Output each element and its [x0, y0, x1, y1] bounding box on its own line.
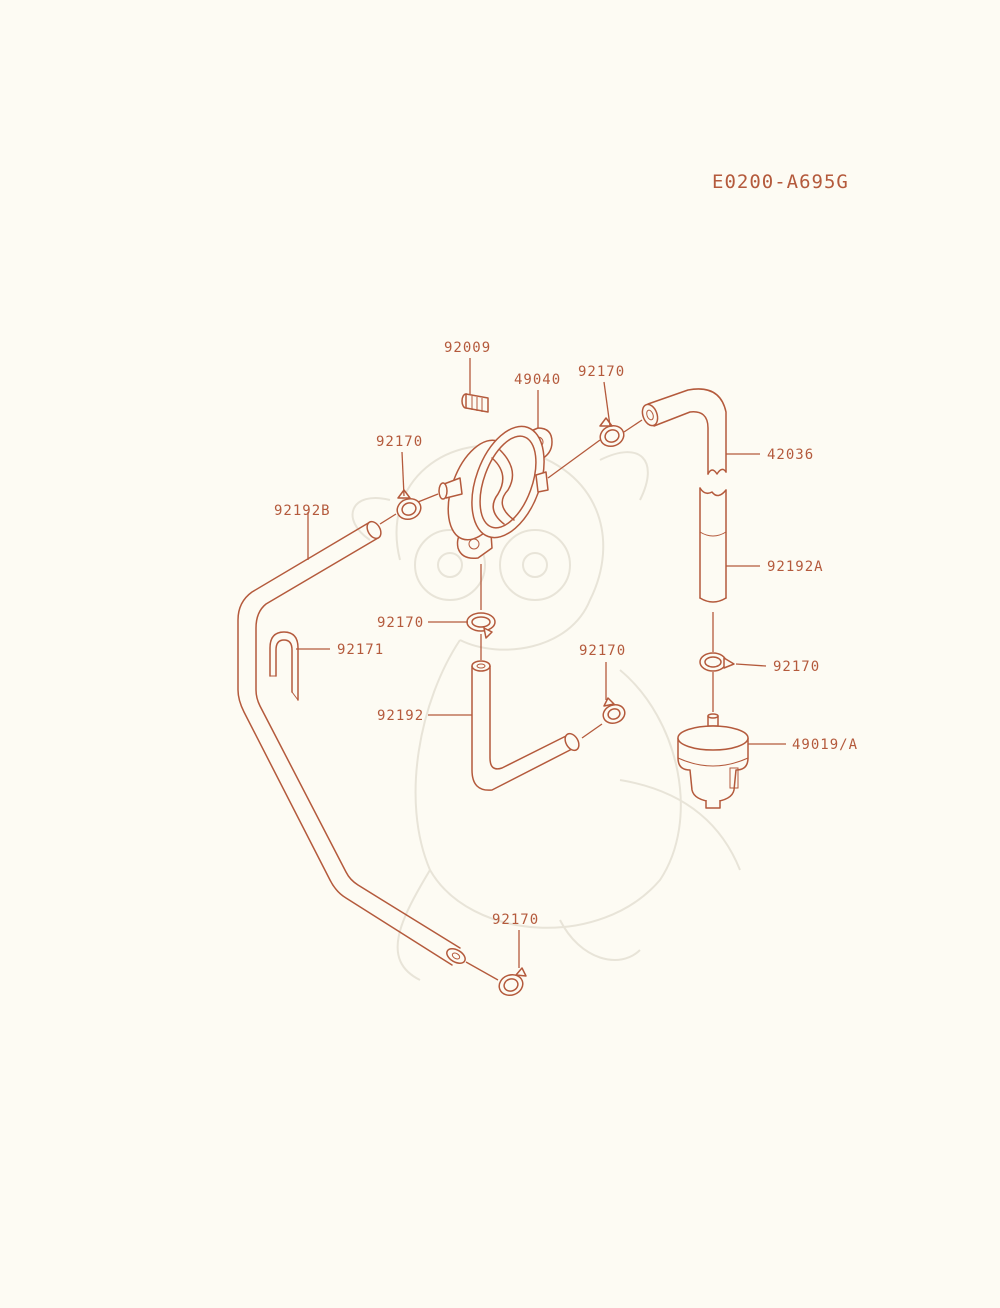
- bracket-92171: [269, 631, 299, 701]
- label-42036: 42036: [767, 447, 814, 463]
- fuel-pump-49040: [438, 425, 553, 560]
- hose-92192B: [237, 520, 466, 966]
- label-92170-right-lower: 92170: [579, 643, 626, 659]
- fuel-filter-49019A: [677, 713, 749, 809]
- hose-92192A: [699, 487, 727, 603]
- label-92009: 92009: [444, 340, 491, 356]
- watermark: [351, 444, 741, 981]
- clamp-92170-bottom: [498, 967, 527, 997]
- leader-lines: [296, 358, 786, 981]
- label-92192B: 92192B: [274, 503, 331, 519]
- hose-42036: [641, 388, 727, 475]
- label-92170-bottom: 92170: [492, 912, 539, 928]
- label-92170-mid: 92170: [377, 615, 424, 631]
- label-49040: 49040: [514, 372, 561, 388]
- clamp-92170-top: [599, 417, 625, 448]
- clamp-92170-right: [699, 652, 735, 672]
- label-49019A: 49019/A: [792, 737, 858, 753]
- label-92192: 92192: [377, 708, 424, 724]
- label-92170-left: 92170: [376, 434, 423, 450]
- diagram-code: E0200-A695G: [712, 171, 849, 193]
- label-92170-right: 92170: [773, 659, 820, 675]
- label-92170-top: 92170: [578, 364, 625, 380]
- label-92171: 92171: [337, 642, 384, 658]
- label-92192A: 92192A: [767, 559, 824, 575]
- hose-92192: [471, 660, 580, 791]
- clamp-92170-right-lower: [602, 697, 626, 725]
- screw-92009: [461, 393, 489, 413]
